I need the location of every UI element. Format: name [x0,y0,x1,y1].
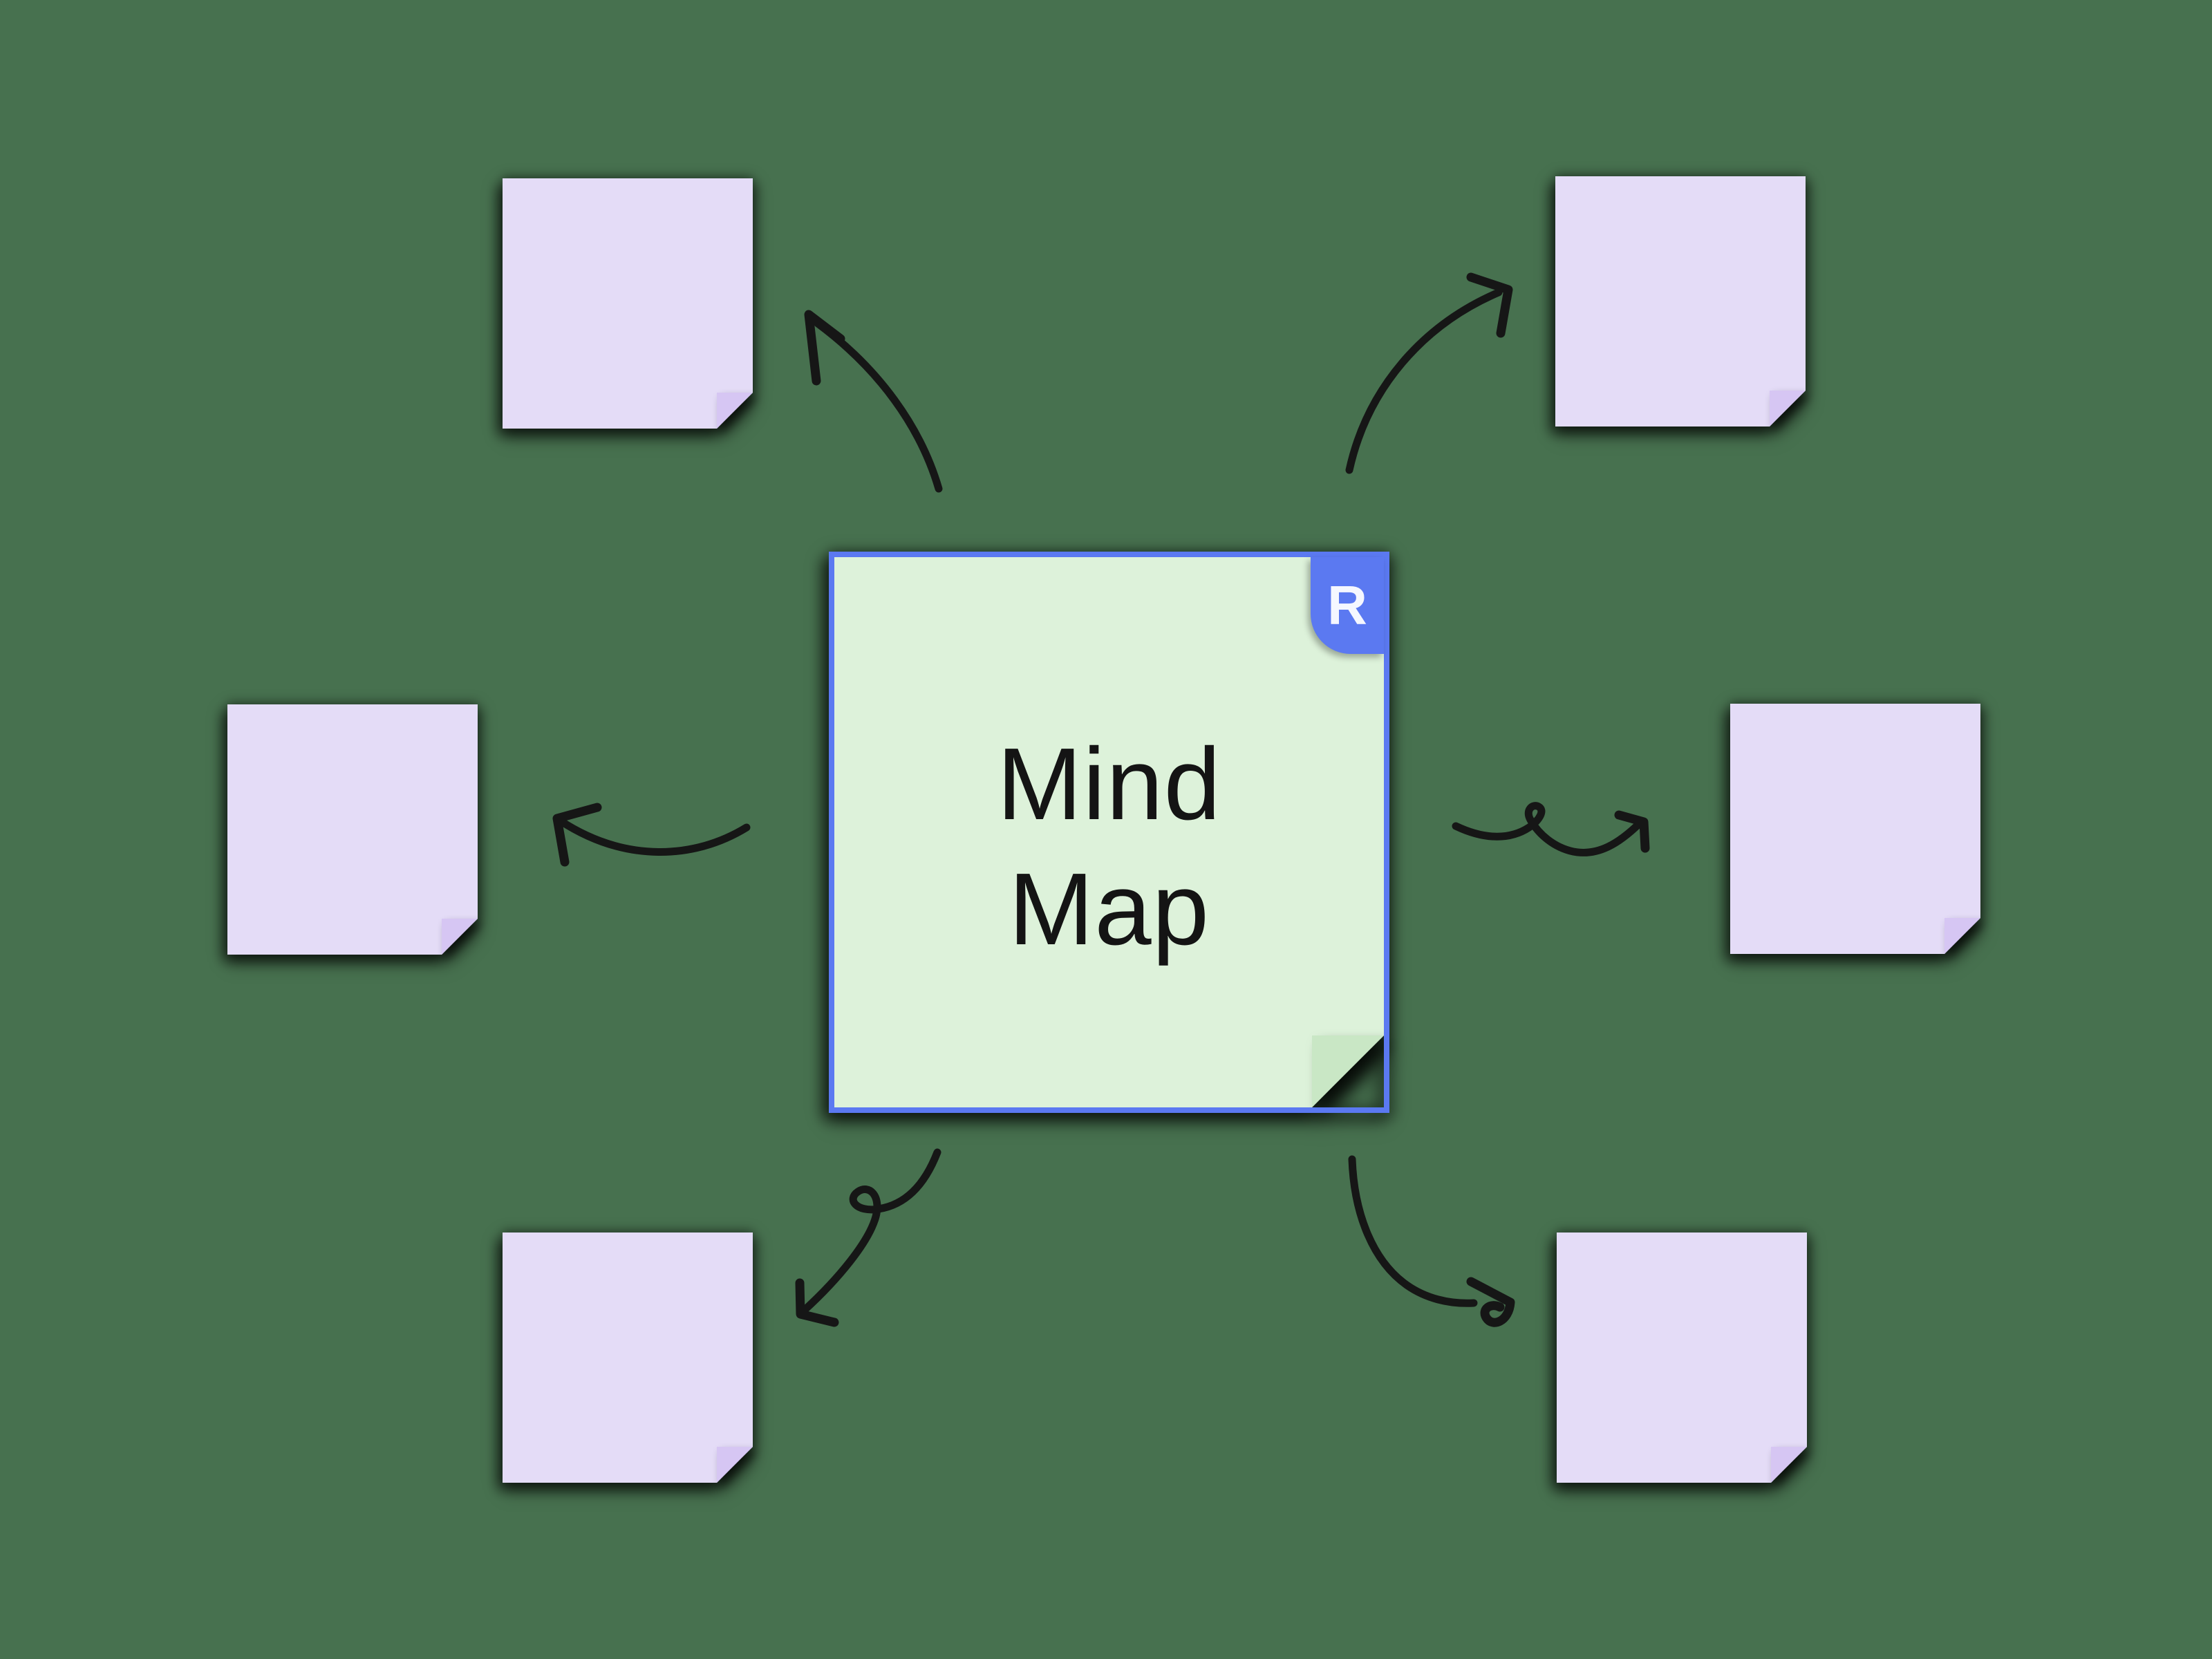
connector-to-bottom-right[interactable] [1348,1155,1515,1327]
folded-corner [1944,918,1980,954]
connector-to-left[interactable] [552,803,751,867]
sticky-note-paper [834,557,1384,1107]
folded-corner [1312,1035,1384,1107]
connector-to-top-left[interactable] [804,310,943,493]
folded-corner [442,919,478,955]
sticky-note-paper [1557,1232,1807,1483]
selection-border [829,552,1389,1113]
sticky-note-paper [1730,704,1980,954]
folded-corner [717,393,753,429]
connector-to-right[interactable] [1452,802,1650,856]
sticky-note-paper [1555,176,1806,427]
connector-to-bottom-left[interactable] [795,1148,941,1327]
sticky-note-bottom-left[interactable] [503,1232,753,1483]
sticky-note-left[interactable] [227,704,478,955]
connector-to-top-right[interactable] [1345,272,1513,474]
folded-corner [1771,1447,1807,1483]
sticky-note-bottom-right[interactable] [1557,1232,1807,1483]
sticky-note-paper [503,178,753,429]
sticky-note-right[interactable] [1730,704,1980,954]
center-note-label: Mind Map [997,727,1221,966]
sticky-note-top-left[interactable] [503,178,753,429]
folded-corner [717,1447,753,1483]
collaborator-badge[interactable]: R [1311,557,1384,654]
folded-corner [1770,391,1806,427]
sticky-note-top-right[interactable] [1555,176,1806,427]
sticky-note-center[interactable]: Mind Map R [829,552,1389,1113]
sticky-note-paper [227,704,478,955]
sticky-note-paper [503,1232,753,1483]
collaborator-badge-initial: R [1327,574,1367,636]
